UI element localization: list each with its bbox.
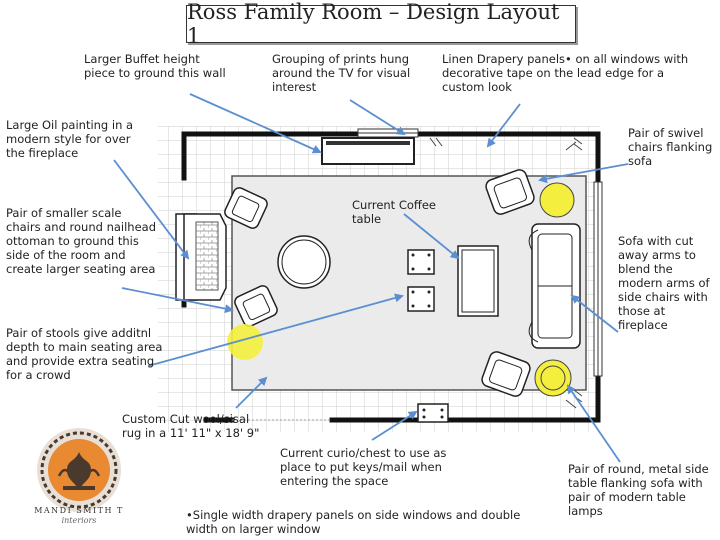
round-ottoman xyxy=(277,235,331,289)
logo-emblem xyxy=(37,428,121,512)
arrow-swivel xyxy=(538,163,629,184)
coffee-table xyxy=(457,245,499,317)
stool-highlight xyxy=(227,324,263,360)
note-drapery: Linen Drapery panels• on all windows wit… xyxy=(442,52,689,94)
small-chair-bottom xyxy=(234,285,278,327)
note-prints: Grouping of prints hung around the TV fo… xyxy=(272,52,411,94)
side-table-bottom xyxy=(534,359,572,397)
stool-top xyxy=(407,249,435,275)
sofa xyxy=(528,223,581,349)
walls xyxy=(181,131,601,423)
page-title: Ross Family Room – Design Layout 1 xyxy=(186,0,576,48)
arrow-side-tables xyxy=(566,384,621,463)
arrow-rug xyxy=(235,376,268,409)
note-sofa: Sofa with cut away arms to blend the mod… xyxy=(618,234,710,332)
stool-bottom xyxy=(407,286,435,312)
note-rug: Custom Cut wool/sisal rug in a 11' 11" x… xyxy=(122,412,260,440)
arrow-stools xyxy=(147,293,404,367)
note-stools: Pair of stools give additnl depth to mai… xyxy=(6,326,163,382)
logo-sub: interiors xyxy=(61,516,97,525)
note-side-tables: Pair of round, metal side table flanking… xyxy=(568,462,709,518)
arrow-drapery xyxy=(486,103,521,148)
note-curio: Current curio/chest to use as place to p… xyxy=(280,446,447,488)
arrow-sofa xyxy=(570,294,619,333)
side-table-top xyxy=(539,182,575,218)
swivel-chair-bottom xyxy=(481,351,531,397)
fireplace xyxy=(175,213,227,301)
small-chair-top xyxy=(224,187,268,229)
note-buffet: Larger Buffet height piece to ground thi… xyxy=(84,52,226,80)
logo: MANDI SMITH T interiors xyxy=(22,432,136,525)
tv xyxy=(326,141,410,145)
note-coffee-table: Current Coffee table xyxy=(352,198,436,226)
note-oil-painting: Large Oil painting in a modern style for… xyxy=(6,118,134,160)
note-swivel: Pair of swivel chairs flanking sofa xyxy=(628,126,713,168)
annotation-arrows xyxy=(113,93,629,463)
arrow-prints xyxy=(349,99,406,136)
curio-chest xyxy=(417,403,449,423)
arrow-curio xyxy=(371,410,418,441)
logo-brand: MANDI SMITH T xyxy=(34,506,124,515)
note-small-chairs: Pair of smaller scale chairs and round n… xyxy=(6,206,156,276)
footnote: •Single width drapery panels on side win… xyxy=(186,508,521,536)
arrow-oil-painting xyxy=(113,159,190,260)
arrow-small-chairs xyxy=(121,287,234,314)
arrow-coffee-table xyxy=(403,213,460,260)
swivel-chair-top xyxy=(485,169,535,215)
arrow-buffet xyxy=(189,93,322,154)
